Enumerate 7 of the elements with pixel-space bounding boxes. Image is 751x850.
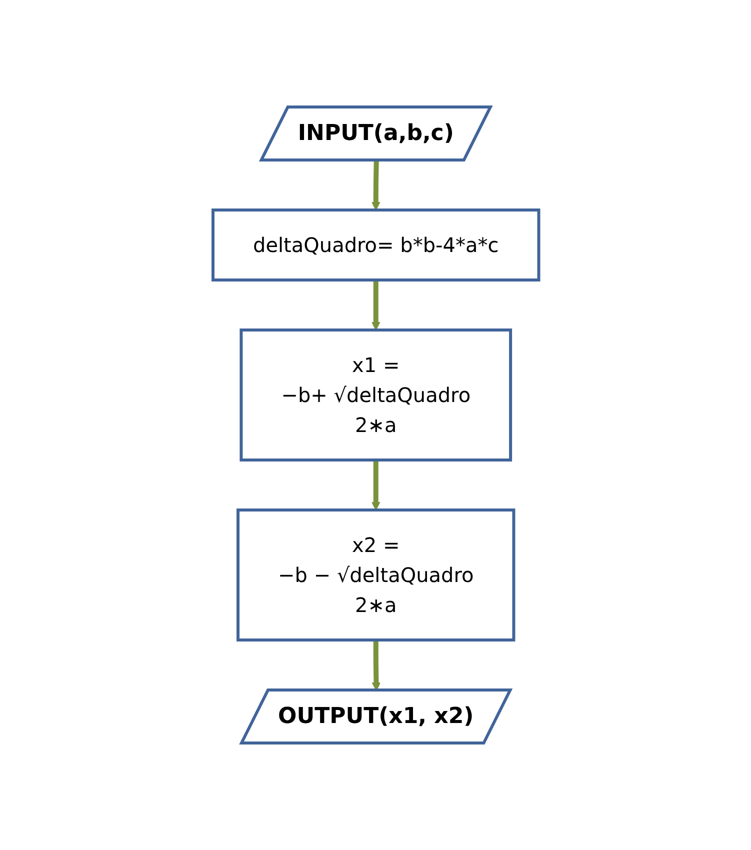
- node-box: deltaQuadro= b*b-4*a*c: [211, 208, 540, 282]
- node-box: x1 = −b+ √deltaQuadro 2∗a: [239, 328, 512, 462]
- arrow: [371, 640, 380, 691]
- node-box: x2 = −b − √deltaQuadro 2∗a: [236, 508, 515, 642]
- arrow: [371, 280, 380, 330]
- arrow: [371, 460, 380, 510]
- arrow: [371, 160, 380, 210]
